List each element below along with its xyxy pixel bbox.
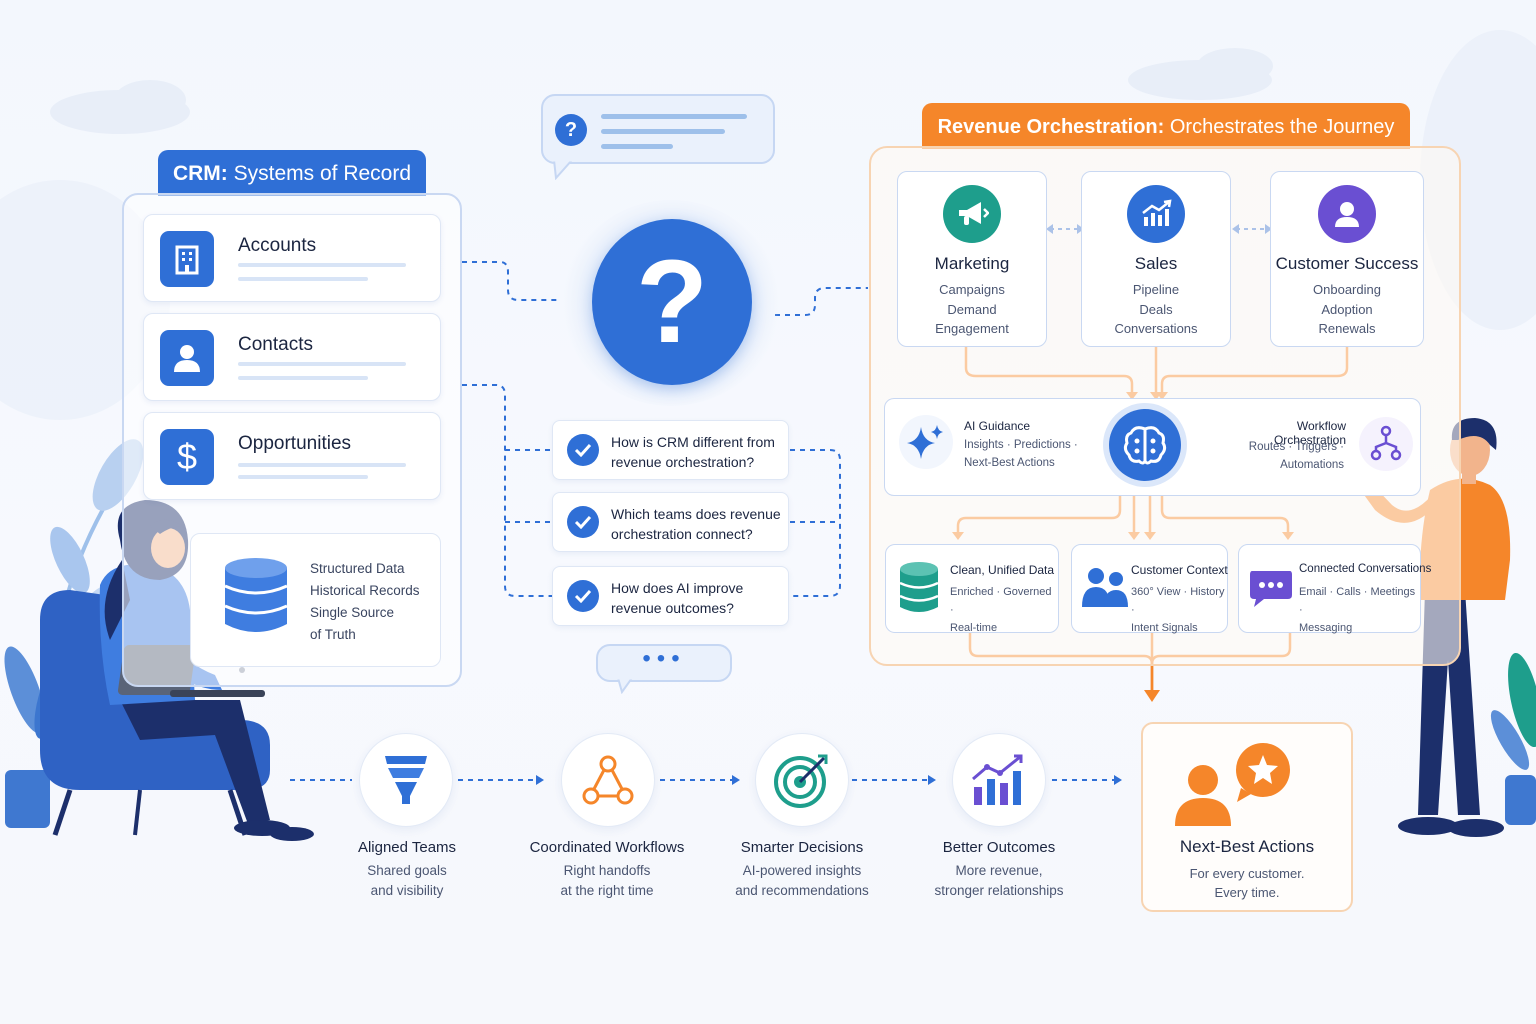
database-icon	[224, 558, 288, 632]
data-card-title: Customer Context	[1131, 563, 1228, 577]
speech-tail-icon	[552, 160, 574, 180]
crm-data-card: Structured Data Historical Records Singl…	[190, 533, 441, 667]
data-card-clean-data[interactable]: Clean, Unified Data Enriched · Governed …	[885, 544, 1059, 634]
ai-workflow-bar: AI Guidance Insights · Predictions · Nex…	[884, 398, 1421, 496]
data-card-details: Enriched · Governed · Real-time	[950, 586, 1052, 634]
typing-speech-bubble: •••	[596, 644, 732, 682]
question-text: How does AI improve revenue outcomes?	[611, 580, 744, 616]
team-title: Customer Success	[1275, 254, 1419, 273]
crm-card-label: Accounts	[238, 235, 317, 256]
data-card-connected-conversations[interactable]: Connected Conversations Email · Calls · …	[1238, 544, 1431, 634]
data-card-title: Connected Conversations	[1299, 563, 1432, 575]
question-text: Which teams does revenue orchestration c…	[611, 506, 781, 542]
people-group-icon	[1082, 568, 1128, 607]
ai-guidance-details: Insights · Predictions · Next-Best Actio…	[964, 439, 1078, 469]
flow-step-title: Smarter Decisions	[740, 839, 864, 856]
question-card[interactable]: How does AI improve revenue outcomes?	[552, 566, 789, 626]
checkmark-icon	[567, 506, 599, 538]
workflow-branch-icon	[1359, 417, 1413, 471]
crm-card-label: Opportunities	[238, 433, 352, 454]
checkmark-icon	[567, 580, 599, 612]
sparkle-icon	[899, 415, 953, 469]
bar-growth-icon	[952, 733, 1046, 827]
question-mark-icon: ?	[555, 114, 587, 146]
crm-to-question-connector	[462, 261, 868, 597]
ro-header-rest: Orchestrates the Journey	[1164, 116, 1395, 138]
question-speech-bubble: ?	[541, 94, 775, 164]
crm-card-contacts[interactable]: Contacts	[143, 313, 441, 401]
chart-up-icon	[1127, 185, 1185, 243]
funnel-icon	[359, 733, 453, 827]
team-card-customer-success[interactable]: Customer Success Onboarding Adoption Ren…	[1270, 171, 1424, 347]
workflow-orchestration-details: Routes · Triggers · Automations	[1248, 441, 1344, 471]
speech-tail-icon	[616, 678, 634, 694]
flow-step-details: Right handoffs at the right time	[560, 863, 654, 898]
checkmark-icon	[567, 434, 599, 466]
crm-panel-header: CRM: Systems of Record	[158, 150, 426, 196]
data-card-customer-context[interactable]: Customer Context 360° View · History · I…	[1071, 544, 1228, 634]
flow-step-title: Better Outcomes	[942, 839, 1056, 856]
crm-data-line: Single Source	[310, 605, 395, 620]
revenue-orchestration-header: Revenue Orchestration: Orchestrates the …	[922, 103, 1410, 149]
megaphone-icon	[943, 185, 1001, 243]
flow-step-title: Aligned Teams	[357, 839, 457, 856]
chat-bubble-icon	[1250, 571, 1292, 607]
team-details: Campaigns Demand Engagement	[935, 282, 1009, 336]
data-card-title: Clean, Unified Data	[950, 563, 1055, 577]
crm-data-line: Structured Data	[310, 561, 405, 576]
crm-card-opportunities[interactable]: $ Opportunities	[143, 412, 441, 500]
plant-right-icon	[1490, 652, 1536, 825]
flow-step-details: AI-powered insights and recommendations	[735, 863, 869, 898]
team-details: Onboarding Adoption Renewals	[1313, 282, 1381, 336]
question-card[interactable]: Which teams does revenue orchestration c…	[552, 492, 789, 552]
crm-data-list: Structured Data Historical Records Singl…	[310, 558, 420, 646]
next-best-actions-details: For every customer. Every time.	[1189, 866, 1305, 900]
person-star-icon	[1175, 743, 1290, 826]
building-icon	[160, 231, 214, 287]
ai-brain-icon	[1109, 409, 1181, 481]
target-icon	[755, 733, 849, 827]
team-card-sales[interactable]: Sales Pipeline Deals Conversations	[1081, 171, 1231, 347]
flow-step-details: More revenue, stronger relationships	[934, 863, 1064, 898]
team-details: Pipeline Deals Conversations	[1114, 282, 1198, 336]
user-circle-icon	[1318, 185, 1376, 243]
dollar-icon: $	[160, 429, 214, 485]
crm-data-line: Historical Records	[310, 583, 420, 598]
crm-data-line: of Truth	[310, 627, 356, 642]
crm-header-bold: CRM:	[172, 162, 228, 185]
crm-header-rest: Systems of Record	[227, 162, 412, 185]
question-text: How is CRM different from revenue orches…	[611, 434, 775, 470]
person-icon	[160, 330, 214, 386]
database-icon	[899, 562, 939, 612]
crm-card-accounts[interactable]: Accounts	[143, 214, 441, 302]
team-title: Marketing	[934, 254, 1010, 273]
team-card-marketing[interactable]: Marketing Campaigns Demand Engagement	[897, 171, 1047, 347]
flow-step-details: Shared goals and visibility	[367, 863, 447, 898]
ai-guidance-title: AI Guidance	[964, 419, 1031, 433]
workflow-orchestration-title: Workflow Orchestration	[1273, 419, 1346, 447]
next-best-actions-card[interactable]: Next-Best Actions For every customer. Ev…	[1141, 722, 1353, 912]
big-question-icon: ?	[592, 219, 752, 385]
next-best-actions-title: Next-Best Actions	[1179, 837, 1315, 856]
data-card-details: Email · Calls · Meetings · Messaging	[1299, 586, 1416, 634]
flow-step-title: Coordinated Workflows	[529, 839, 685, 856]
team-title: Sales	[1134, 254, 1178, 273]
data-card-details: 360° View · History · Intent Signals	[1131, 586, 1225, 634]
ro-header-bold: Revenue Orchestration:	[937, 116, 1165, 138]
crm-card-label: Contacts	[238, 334, 313, 355]
question-card[interactable]: How is CRM different from revenue orches…	[552, 420, 789, 480]
workflow-nodes-icon	[561, 733, 655, 827]
